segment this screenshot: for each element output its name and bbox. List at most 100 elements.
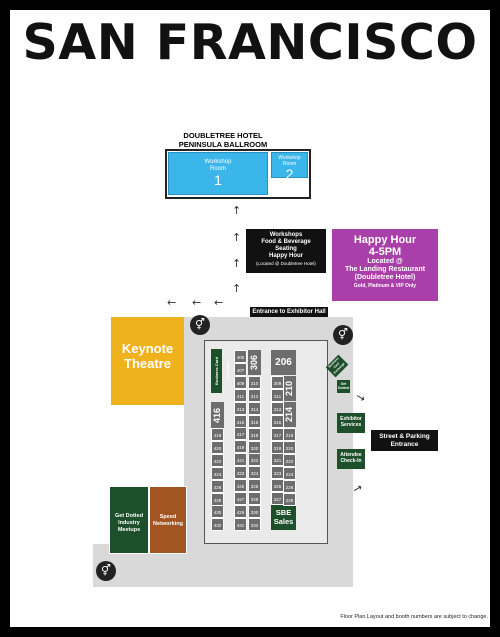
arrow-left-icon: ←: [214, 296, 224, 309]
location-note: (Located @ Doubletree Hotel): [256, 261, 316, 266]
booth-220[interactable]: 220: [283, 440, 296, 454]
arrow-left-icon: ←: [192, 296, 202, 309]
booth-224[interactable]: 224: [283, 466, 296, 480]
booth-206[interactable]: 206: [271, 350, 296, 375]
happy-hour-located: Located @: [367, 258, 403, 265]
happy-hour-hotel: (Doubletree Hotel): [354, 274, 416, 281]
booth-328[interactable]: 328: [248, 492, 261, 506]
booth-426[interactable]: 426: [211, 479, 224, 493]
workshop-room-1-number: 1: [214, 172, 222, 188]
arrow-up-icon: ↑: [232, 204, 242, 217]
booth-428[interactable]: 428: [211, 492, 224, 506]
food-beverage-line: Food & Beverage: [261, 239, 311, 245]
hotel-label: DOUBLETREE HOTEL PENINSULA BALLROOM: [178, 131, 268, 149]
booth-425[interactable]: 425: [234, 479, 247, 492]
exhibitor-services[interactable]: Exhibitor Services: [337, 413, 365, 433]
get-dotted-booth[interactable]: Get Dotted: [337, 380, 350, 393]
booth-322[interactable]: 322: [248, 453, 261, 467]
street-parking-entrance[interactable]: Street & Parking Entrance: [371, 430, 438, 451]
booth-421[interactable]: 421: [234, 453, 247, 467]
booth-332[interactable]: 332: [248, 517, 261, 531]
happy-hour-tiers: Gold, Platinum & VIP Only: [353, 283, 417, 289]
exhibitor-hall: [204, 340, 328, 544]
seating-line: Seating: [275, 246, 297, 252]
booth-419[interactable]: 419: [234, 440, 247, 454]
attendee-check-in[interactable]: Attendee Check-In: [337, 449, 365, 469]
booth-422[interactable]: 422: [211, 453, 224, 467]
booth-314[interactable]: 314: [248, 401, 261, 415]
booth-312[interactable]: 312: [248, 388, 261, 402]
booth-415[interactable]: 415: [234, 414, 247, 428]
arrow-up-icon: ↑: [232, 257, 242, 270]
booth-405[interactable]: 405: [234, 350, 247, 363]
booth-306-label: 306: [249, 354, 259, 371]
booth-311[interactable]: 311: [271, 388, 284, 402]
booth-411[interactable]: 411: [234, 388, 247, 402]
booth-210-label: 210: [284, 380, 294, 397]
booth-310[interactable]: 310: [248, 376, 261, 389]
arrow-up-icon: ↑: [232, 231, 242, 244]
workshop-room-2-number: 2: [285, 166, 294, 182]
booth-417[interactable]: 417: [234, 427, 247, 441]
booth-313[interactable]: 313: [271, 401, 284, 415]
footer-note: Floor Plan Layout and booth numbers are …: [340, 614, 488, 620]
booth-429[interactable]: 429: [234, 504, 247, 518]
corridor-top: [184, 317, 344, 340]
happy-hour-box: Happy Hour 4-5PM Located @ The Landing R…: [332, 229, 438, 301]
keynote-theatre[interactable]: Keynote Theatre: [111, 317, 184, 405]
corridor-lower-left: [187, 487, 204, 547]
speed-networking[interactable]: Speed Networking: [149, 486, 187, 554]
booth-316[interactable]: 316: [248, 414, 261, 428]
workshop-room-2[interactable]: Workshop Room 2: [271, 152, 308, 182]
workshops-line: Workshops: [269, 232, 303, 238]
happy-hour-title: Happy Hour: [353, 234, 417, 246]
booth-214[interactable]: 214: [283, 402, 296, 427]
booth-315[interactable]: 315: [271, 414, 284, 428]
booth-409[interactable]: 409: [234, 375, 247, 389]
booth-222[interactable]: 222: [283, 453, 296, 467]
booth-324[interactable]: 324: [248, 466, 261, 480]
booth-427[interactable]: 427: [234, 491, 247, 505]
booth-228[interactable]: 228: [283, 492, 296, 506]
booth-306[interactable]: 306: [248, 350, 261, 375]
booth-418[interactable]: 418: [211, 428, 224, 441]
booth-420[interactable]: 420: [211, 440, 224, 454]
booth-424[interactable]: 424: [211, 466, 224, 480]
booth-214-label: 214: [284, 406, 294, 423]
booth-319[interactable]: 319: [271, 440, 284, 454]
sbe-sales-booth[interactable]: SBE Sales: [271, 505, 296, 530]
booth-431[interactable]: 431: [234, 517, 247, 531]
booth-330[interactable]: 330: [248, 505, 261, 518]
booth-416[interactable]: 416: [211, 402, 224, 428]
workshop-room-1[interactable]: Workshop Room 1: [168, 152, 268, 195]
booth-210[interactable]: 210: [283, 376, 296, 401]
booth-320[interactable]: 320: [248, 440, 261, 454]
booth-416-label: 416: [212, 407, 222, 423]
happy-hour-line: Happy Hour: [268, 253, 303, 259]
get-dotted-booth-label: Get Dotted: [337, 382, 350, 390]
corridor-left: [184, 317, 204, 487]
booth-326[interactable]: 326: [248, 479, 261, 493]
happy-hour-time: 4-5PM: [368, 246, 402, 258]
business-card-label: Business Card Exchange: [214, 357, 230, 386]
booth-318[interactable]: 318: [248, 427, 261, 441]
restroom-icon: ⚥: [96, 561, 116, 581]
business-card-exchange[interactable]: Business Card Exchange: [211, 349, 230, 393]
booth-226[interactable]: 226: [283, 479, 296, 493]
restroom-icon: ⚥: [333, 325, 353, 345]
booth-218[interactable]: 218: [283, 428, 296, 441]
workshop-room-1-label: Workshop Room: [204, 159, 232, 172]
get-dotted-meetups[interactable]: Get Dotted Industry Meetups: [109, 486, 149, 554]
booth-423[interactable]: 423: [234, 466, 247, 480]
booth-413[interactable]: 413: [234, 401, 247, 415]
booth-407[interactable]: 407: [234, 362, 247, 376]
happy-hour-venue: The Landing Restaurant: [344, 266, 426, 273]
booth-430[interactable]: 430: [211, 505, 224, 519]
booth-309[interactable]: 309: [271, 376, 284, 389]
workshops-info-box: Workshops Food & Beverage Seating Happy …: [246, 229, 326, 273]
booth-432[interactable]: 432: [211, 518, 224, 532]
arrow-up-icon: ↑: [232, 282, 242, 295]
restroom-icon: ⚥: [190, 315, 210, 335]
map-title: SAN FRANCISCO: [22, 14, 478, 71]
entrance-exhibitor-hall[interactable]: Entrance to Exhibitor Hall: [250, 307, 328, 317]
